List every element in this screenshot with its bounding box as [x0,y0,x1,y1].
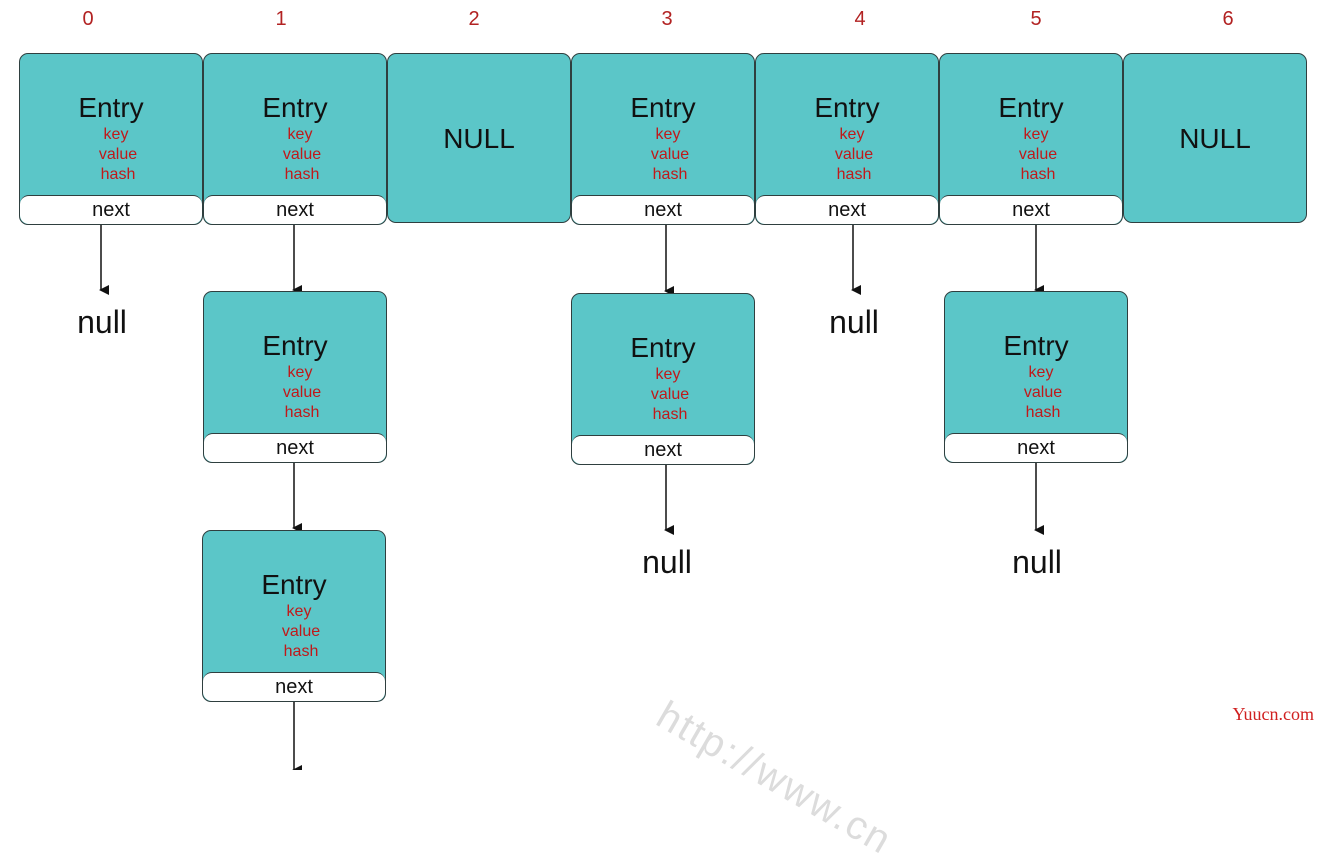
bucket-null-2: NULL [387,53,571,223]
entry-value: value [281,623,321,640]
entry-hash: hash [100,166,136,183]
bucket-null-6: NULL [1123,53,1307,223]
index-label: 0 [82,8,94,30]
bucket-entry-5: Entry key value hash next [939,53,1123,225]
entry-title: Entry [78,92,144,123]
entry-key: key [655,366,681,383]
entry-hash: hash [652,166,688,183]
entry-key: key [103,126,129,143]
entry-next: next [572,195,754,224]
null-terminator: null [642,544,692,580]
bucket-entry-4: Entry key value hash next [755,53,939,225]
entry-key: key [286,603,312,620]
entry-hash: hash [1025,404,1061,421]
entry-title: Entry [814,92,880,123]
entry-next: next [940,195,1122,224]
entry-value: value [1018,146,1058,163]
entry-title: Entry [630,332,696,363]
entry-hash: hash [284,166,320,183]
entry-title: Entry [262,92,328,123]
bucket-entry-3: Entry key value hash next [571,53,755,225]
entry-value: value [650,386,690,403]
entry-key: key [1023,126,1049,143]
entry-title: Entry [262,330,328,361]
entry-hash: hash [283,643,319,660]
index-label: 6 [1222,8,1234,30]
chain-entry-5-1: Entry key value hash next [944,291,1128,463]
entry-title: Entry [261,569,327,600]
entry-value: value [98,146,138,163]
entry-key: key [287,126,313,143]
null-terminator: null [77,304,127,340]
entry-title: Entry [998,92,1064,123]
entry-value: value [282,384,322,401]
entry-hash: hash [284,404,320,421]
null-terminator: null [829,304,879,340]
chain-entry-1-2: Entry key value hash next [202,530,386,702]
entry-next: next [203,672,385,701]
entry-key: key [287,364,313,381]
index-label: 1 [275,8,287,30]
entry-next: next [204,433,386,462]
chain-entry-1-1: Entry key value hash next [203,291,387,463]
entry-hash: hash [652,406,688,423]
index-label: 5 [1030,8,1042,30]
entry-next: next [756,195,938,224]
entry-key: key [1028,364,1054,381]
index-label: 3 [661,8,673,30]
entry-key: key [839,126,865,143]
brand-logo-text[interactable]: Yuucn.com [1232,704,1314,724]
entry-next: next [572,435,754,464]
entry-value: value [834,146,874,163]
entry-hash: hash [836,166,872,183]
entry-next: next [20,195,202,224]
entry-hash: hash [1020,166,1056,183]
arrows-layer [99,224,1044,770]
chain-entry-3-1: Entry key value hash next [571,293,755,465]
entry-value: value [650,146,690,163]
entry-title: Entry [1003,330,1069,361]
entry-key: key [655,126,681,143]
index-label: 4 [854,8,866,30]
entry-next: next [945,433,1127,462]
null-terminator: null [1012,544,1062,580]
bucket-entry-0: Entry key value hash next [19,53,203,225]
entry-value: value [282,146,322,163]
entry-next: next [204,195,386,224]
bucket-entry-1: Entry key value hash next [203,53,387,225]
index-label: 2 [468,8,480,30]
entry-title: Entry [630,92,696,123]
entry-value: value [1023,384,1063,401]
